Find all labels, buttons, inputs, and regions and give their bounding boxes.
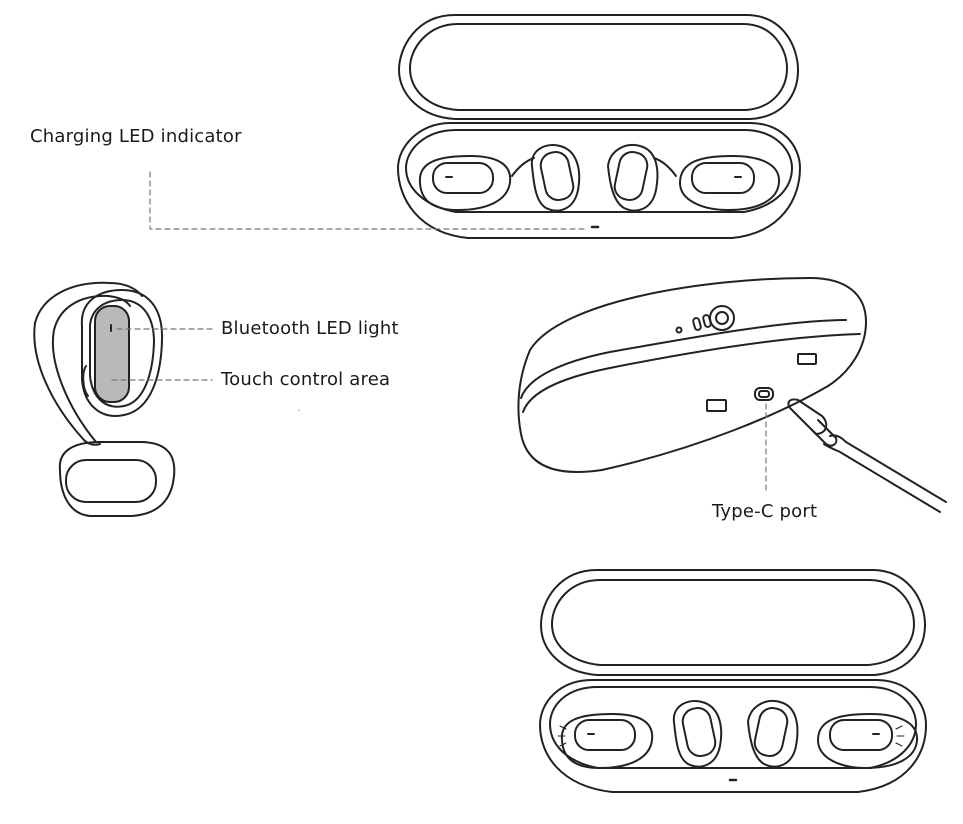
case-lid [398, 14, 799, 120]
case-button [709, 305, 735, 331]
case-lid-inner [409, 23, 788, 111]
label-bluetooth-led-light: Bluetooth LED light [221, 318, 399, 339]
closed-case [517, 277, 947, 513]
leader-charging-led [149, 171, 586, 230]
label-touch-control-area: Touch control area [221, 369, 391, 390]
label-type-c-port: Type-C port [712, 501, 818, 522]
touch-control-area [94, 305, 130, 403]
label-charging-led-indicator: Charging LED indicator [30, 126, 242, 147]
open-case-top [397, 14, 801, 239]
earbud-bottom-pod [58, 441, 176, 517]
closed-case-body [517, 277, 867, 473]
case-base [397, 122, 801, 239]
type-c-port [754, 387, 774, 401]
earbud-pod [80, 289, 164, 417]
case-base-inner [405, 129, 793, 213]
single-earbud [33, 281, 176, 517]
open-case-bottom [539, 569, 927, 793]
